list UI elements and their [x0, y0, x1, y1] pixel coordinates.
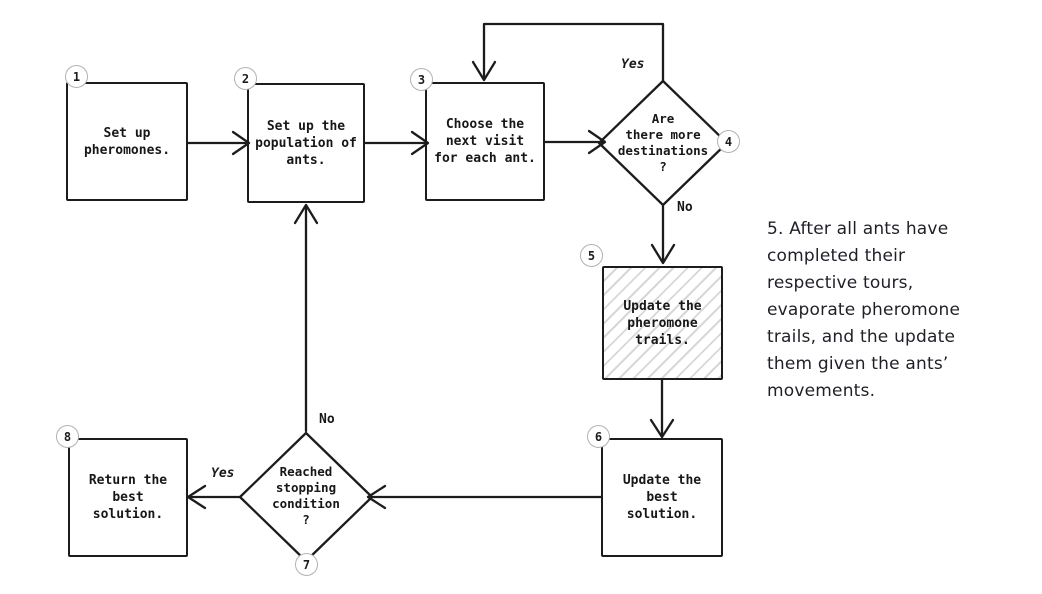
step-badge-3: 3 — [410, 68, 433, 91]
arrowhead-7-yes-8 — [186, 484, 207, 510]
edge-label-yes-stopping: Yes — [211, 466, 235, 481]
node-setup-pheromones: Set up pheromones. — [66, 82, 188, 201]
step-badge-2: 2 — [234, 67, 257, 90]
diamond-stopping-condition-label: Reached stopping condition ? — [272, 464, 340, 527]
node-update-pheromone-trails: Update the pheromone trails. — [602, 266, 723, 380]
arrowhead-4-yes-loop — [471, 60, 497, 82]
node-return-best-solution: Return the best solution. — [68, 438, 188, 557]
edge-4-yes-loop — [482, 22, 665, 83]
step-badge-6: 6 — [587, 425, 610, 448]
step-badge-4: 4 — [717, 130, 740, 153]
node-update-best-solution: Update the best solution. — [601, 438, 723, 557]
arrowhead-7-no-2 — [293, 203, 319, 225]
step-badge-5: 5 — [580, 244, 603, 267]
arrowhead-5-6 — [649, 418, 675, 439]
arrowhead-6-7 — [366, 484, 387, 510]
diamond-more-destinations-label: Are there more destinations ? — [617, 111, 709, 174]
step-badge-8: 8 — [56, 425, 79, 448]
edge-label-yes-more-destinations: Yes — [621, 57, 645, 72]
step-badge-1: 1 — [65, 65, 88, 88]
arrowhead-4-5 — [650, 243, 676, 265]
step-badge-7: 7 — [295, 553, 318, 576]
step-5-annotation: 5. After all ants have completed their r… — [767, 219, 961, 401]
node-setup-population: Set up the population of ants. — [247, 83, 365, 203]
node-choose-next-visit: Choose the next visit for each ant. — [425, 82, 545, 201]
edge-label-no-more-destinations: No — [677, 200, 693, 215]
edge-label-no-stopping: No — [319, 412, 335, 427]
